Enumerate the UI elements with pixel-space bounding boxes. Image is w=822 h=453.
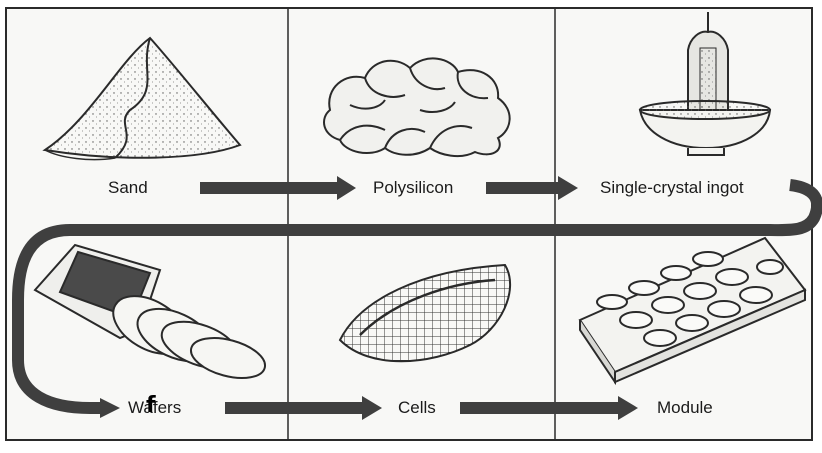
label-sand: Sand [108, 178, 148, 198]
label-polysilicon: Polysilicon [373, 178, 453, 198]
label-module: Module [657, 398, 713, 418]
label-cells: Cells [398, 398, 436, 418]
label-single-crystal-ingot: Single-crystal ingot [600, 178, 744, 198]
overlay-letter-f: f [146, 393, 156, 418]
